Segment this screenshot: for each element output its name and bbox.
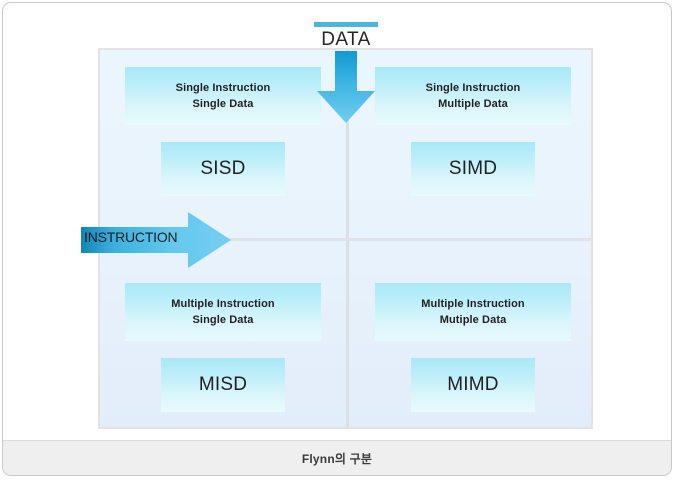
acronym-box-sisd: SISD [161, 142, 285, 196]
data-axis-label: DATA [321, 29, 371, 50]
instruction-axis-label: INSTRUCTION [84, 229, 178, 245]
data-axis-bar [314, 22, 378, 27]
acronym-box-simd: SIMD [411, 142, 535, 196]
instruction-axis: INSTRUCTION [81, 209, 233, 271]
description-box-sisd: Single Instruction Single Data [125, 67, 321, 125]
description-line-2: Single Data [192, 314, 254, 326]
description-line-2: Single Data [192, 98, 254, 110]
description-line-1: Single Instruction [425, 82, 521, 94]
acronym-box-mimd: MIMD [411, 358, 535, 412]
down-arrow-icon [317, 51, 375, 123]
acronym-box-misd: MISD [161, 358, 285, 412]
description-line-1: Single Instruction [175, 82, 271, 94]
figure-caption-bar: Flynn의 구분 [3, 440, 671, 475]
description-line-1: Multiple Instruction [171, 298, 275, 310]
description-line-2: Multiple Data [438, 98, 508, 110]
description-box-simd: Single Instruction Multiple Data [375, 67, 571, 125]
description-line-2: Mutiple Data [439, 314, 507, 326]
figure-caption-text: Flynn의 구분 [301, 452, 373, 466]
description-box-mimd: Multiple Instruction Mutiple Data [375, 283, 571, 341]
description-box-misd: Multiple Instruction Single Data [125, 283, 321, 341]
data-axis: DATA [299, 17, 393, 123]
right-arrow-icon [81, 212, 231, 268]
quadrant-divider-horizontal [100, 238, 591, 241]
figure-frame: Single Instruction Single Data SISD Sing… [2, 2, 672, 476]
description-line-1: Multiple Instruction [421, 298, 525, 310]
